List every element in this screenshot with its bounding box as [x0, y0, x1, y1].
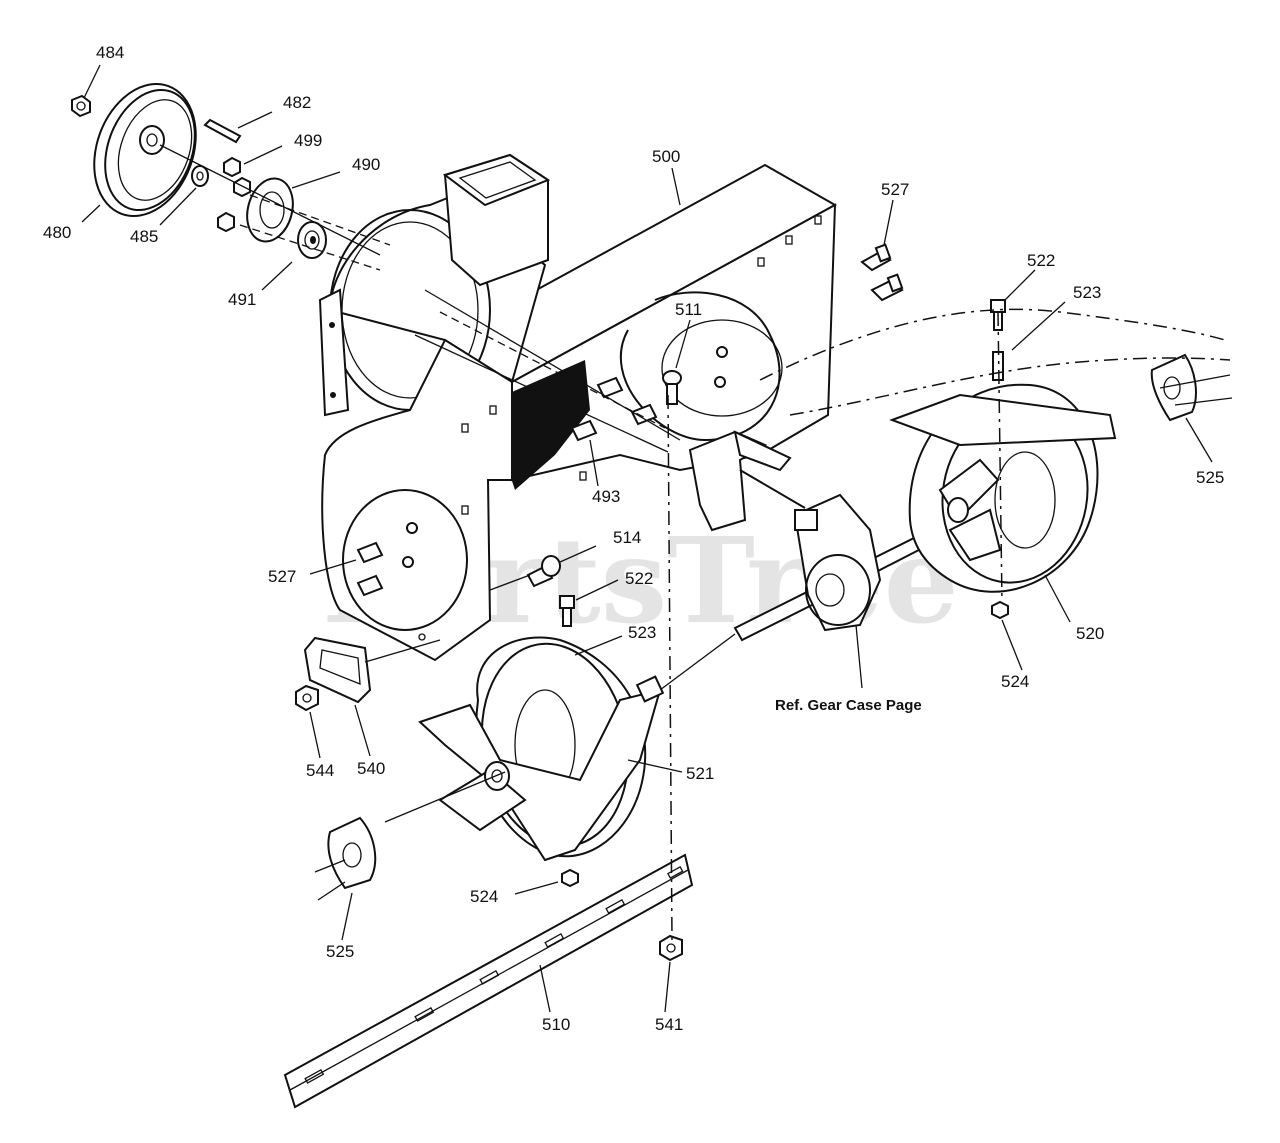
leader-lines	[81, 64, 1213, 1013]
callout-522-upper: 522	[1027, 251, 1055, 270]
spacer-523-upper[interactable]	[992, 351, 1004, 381]
bearing-491[interactable]	[297, 221, 327, 259]
callout-521: 521	[686, 764, 714, 783]
bolt-527-upper[interactable]	[860, 243, 904, 302]
callout-510: 510	[542, 1015, 570, 1034]
callout-511: 511	[675, 300, 702, 319]
callout-485: 485	[130, 227, 158, 246]
callout-524-right: 524	[1001, 672, 1029, 691]
skid-shoe-540[interactable]	[303, 636, 372, 704]
key-482[interactable]	[203, 118, 242, 144]
bearing-housing-525-left[interactable]	[327, 816, 377, 890]
callout-522-lower: 522	[625, 569, 653, 588]
nut-524-right[interactable]	[991, 600, 1009, 620]
pulley-480[interactable]	[77, 70, 214, 231]
centerline-curve-top	[759, 308, 1226, 381]
callout-541: 541	[655, 1015, 683, 1034]
nut-499[interactable]	[217, 156, 251, 233]
bolt-522-lower[interactable]	[559, 595, 575, 627]
callout-490: 490	[352, 155, 380, 174]
callout-491: 491	[228, 290, 256, 309]
callout-523-upper: 523	[1073, 283, 1101, 302]
nut-484[interactable]	[71, 94, 91, 118]
shaft-axis-line	[159, 144, 381, 256]
centerline-vertical-right	[997, 311, 1003, 603]
callout-525-right: 525	[1196, 468, 1224, 487]
callout-484: 484	[96, 43, 124, 62]
nut-544[interactable]	[295, 684, 319, 712]
bolt-514[interactable]	[526, 555, 561, 588]
carriage-bolt-511[interactable]	[662, 370, 682, 405]
nut-541[interactable]	[659, 934, 683, 962]
auger-521[interactable]	[418, 632, 665, 862]
callout-544: 544	[306, 761, 334, 780]
centerline-vertical-left	[667, 394, 673, 941]
callout-493: 493	[592, 487, 620, 506]
nut-524-left[interactable]	[561, 868, 579, 888]
callout-523-lower: 523	[628, 623, 656, 642]
callout-524-left: 524	[470, 887, 498, 906]
centerline-curve-bottom	[789, 357, 1231, 416]
callout-499: 499	[294, 131, 322, 150]
callout-527-lower: 527	[268, 567, 296, 586]
washer-485[interactable]	[191, 165, 209, 187]
callout-482: 482	[283, 93, 311, 112]
callout-527-upper: 527	[881, 180, 909, 199]
bolt-527-lower[interactable]	[356, 541, 384, 597]
callout-540: 540	[357, 759, 385, 778]
callout-525-left: 525	[326, 942, 354, 961]
callout-514: 514	[613, 528, 641, 547]
callout-500: 500	[652, 147, 680, 166]
scraper-bar-510[interactable]	[283, 853, 694, 1109]
callout-480: 480	[43, 223, 71, 242]
callout-520: 520	[1076, 624, 1104, 643]
ref-gear-case-note: Ref. Gear Case Page	[775, 697, 922, 714]
bearing-housing-525-right[interactable]	[1150, 353, 1197, 422]
bolts-493[interactable]	[570, 376, 658, 442]
gear-case[interactable]	[793, 493, 882, 632]
auger-520[interactable]	[889, 383, 1117, 594]
impeller[interactable]	[688, 430, 806, 532]
